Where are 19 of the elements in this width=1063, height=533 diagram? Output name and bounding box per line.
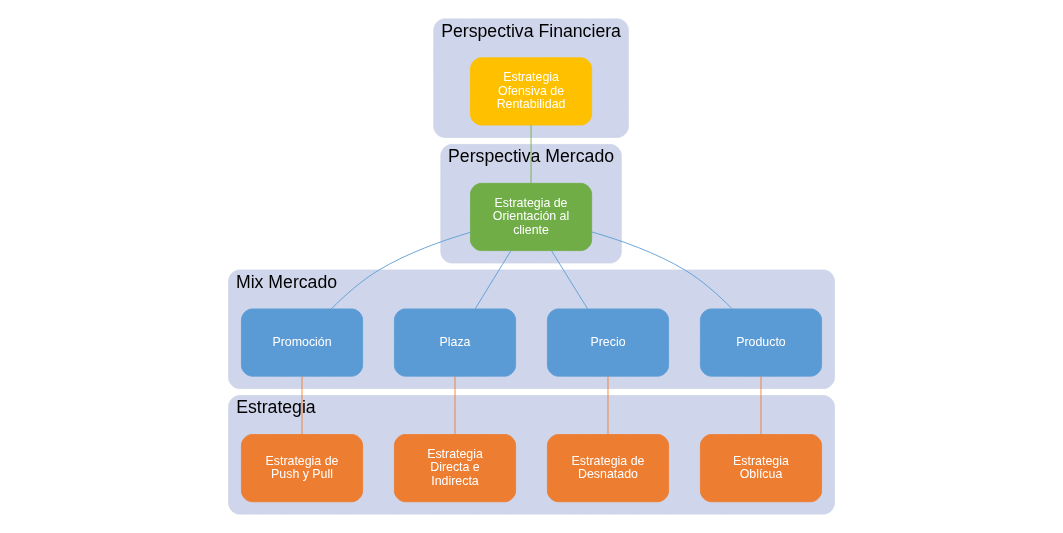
connector <box>530 124 532 184</box>
node-box: Producto <box>699 308 822 377</box>
node-box: Plaza <box>394 308 517 377</box>
node-box: Estrategia Oblícua <box>699 434 822 503</box>
connector <box>591 231 733 310</box>
node-box: Estrategia Directa e Indirecta <box>394 434 517 503</box>
connector <box>454 375 456 435</box>
connector <box>760 375 762 435</box>
node-box: Promoción <box>241 308 364 377</box>
connector <box>474 250 512 310</box>
connector <box>551 250 588 310</box>
node-box: Estrategia de Orientación al cliente <box>470 182 593 251</box>
node-box: Estrategia de Desnatado <box>546 434 669 503</box>
node-box: Estrategia de Push y Pull <box>241 434 364 503</box>
connector <box>330 231 471 310</box>
node-box: Estrategia Ofensiva de Rentabilidad <box>470 57 593 126</box>
connector <box>301 375 303 435</box>
connector <box>607 375 609 435</box>
node-box: Precio <box>546 308 669 377</box>
